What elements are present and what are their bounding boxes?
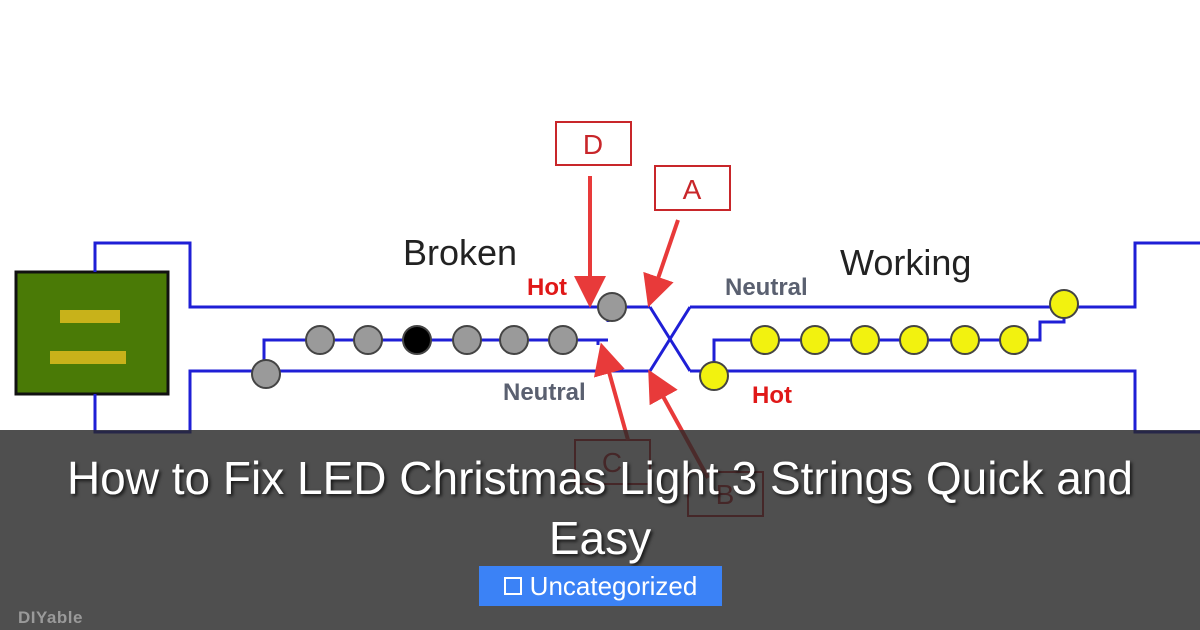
label-hot-right: Hot (752, 382, 792, 409)
cross-wires (648, 306, 692, 372)
bulb-3 (353, 325, 383, 355)
outlet-slot-top (60, 310, 120, 323)
label-neutral-left: Neutral (503, 379, 586, 406)
label-neutral-right: Neutral (725, 274, 808, 301)
label-hot-left: Hot (527, 274, 567, 301)
bulb-8 (597, 292, 627, 322)
bulbs (251, 289, 1079, 391)
bulb-16 (1049, 289, 1079, 319)
bulb-4 (402, 325, 432, 355)
label-broken: Broken (403, 232, 517, 273)
folder-icon (503, 577, 522, 595)
bulb-9 (699, 361, 729, 391)
site-watermark: DIYable (18, 608, 83, 627)
bulb-10 (750, 325, 780, 355)
bulb-11 (800, 325, 830, 355)
category-label: Uncategorized (529, 570, 698, 601)
bulb-2 (305, 325, 335, 355)
label-working: Working (840, 242, 971, 283)
outlet-box (14, 270, 170, 396)
callout-d: D (555, 121, 632, 166)
callout-d-label: D (583, 129, 603, 160)
bulb-14 (950, 325, 980, 355)
post-title[interactable]: How to Fix LED Christmas Light 3 Strings… (66, 452, 1134, 564)
callout-a-label: A (683, 174, 702, 205)
bulb-13 (899, 325, 929, 355)
bulb-6 (499, 325, 529, 355)
bulb-12 (850, 325, 880, 355)
bulb-1 (251, 359, 281, 389)
bulb-7 (548, 325, 578, 355)
bulb-5 (452, 325, 482, 355)
category-badge[interactable]: Uncategorized (479, 566, 722, 606)
callout-a: A (654, 165, 731, 211)
outlet-slot-bottom (50, 351, 126, 364)
bulb-15 (999, 325, 1029, 355)
